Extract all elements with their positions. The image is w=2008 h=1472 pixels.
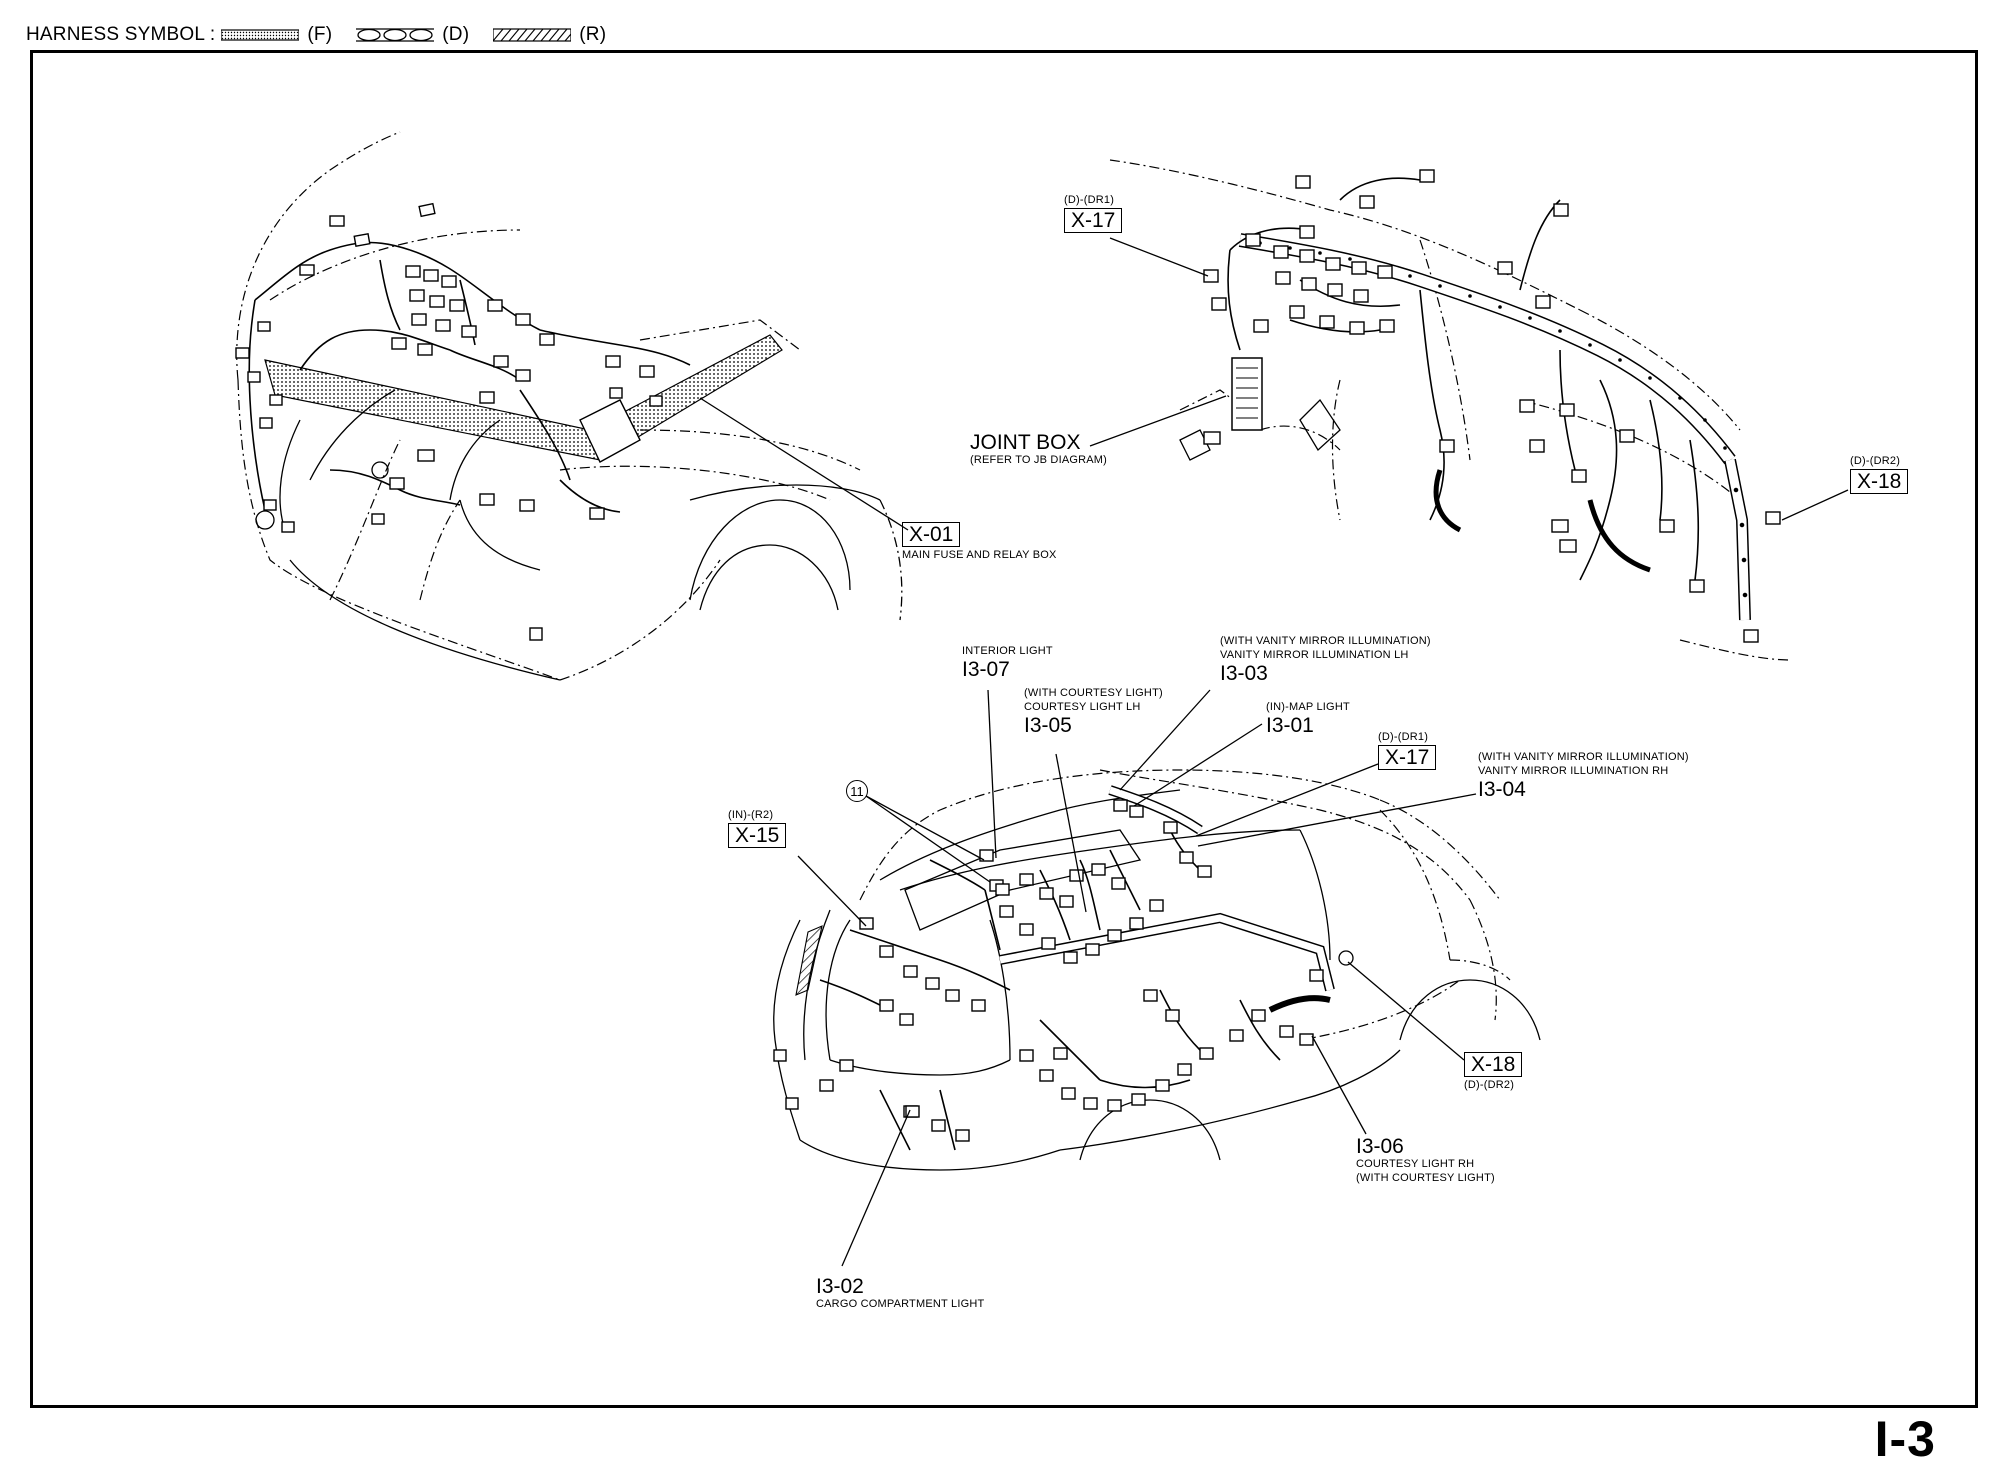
i305-cond: (WITH COURTESY LIGHT) <box>1024 687 1163 699</box>
x15-cond: (IN)-(R2) <box>728 809 774 821</box>
top-x17-label: (D)-(DR1) X-17 <box>1064 194 1123 233</box>
top-x17-leader <box>1109 237 1209 277</box>
top-x18-code: X-18 <box>1850 469 1909 494</box>
bot-x18-label: X-18 (D)-(DR2) <box>1464 1050 1523 1091</box>
legend-prefix: HARNESS SYMBOL : <box>26 24 216 45</box>
i303-desc: VANITY MIRROR ILLUMINATION LH <box>1220 649 1409 661</box>
x15-label: (IN)-(R2) X-15 <box>728 809 787 848</box>
page-number: I-3 <box>1874 1411 1936 1467</box>
rings-harness-symbol <box>356 28 435 42</box>
i304-desc: VANITY MIRROR ILLUMINATION RH <box>1478 765 1669 777</box>
x01-desc: MAIN FUSE AND RELAY BOX <box>902 549 1057 561</box>
instrument-panel-drawing <box>1109 159 1791 661</box>
bot-x17-label: (D)-(DR1) X-17 <box>1378 731 1437 770</box>
top-x18-cond: (D)-(DR2) <box>1850 455 1901 467</box>
i306-code: I3-06 <box>1356 1135 1404 1158</box>
i307-label: INTERIOR LIGHT I3-07 <box>962 645 1053 681</box>
i301-desc: (IN)-MAP LIGHT <box>1266 701 1350 713</box>
rear-body-roof-drawing <box>773 769 1541 1171</box>
i303-label: (WITH VANITY MIRROR ILLUMINATION) VANITY… <box>1220 635 1431 685</box>
diagram-frame <box>30 50 1978 1408</box>
legend-label-f: (F) <box>307 24 333 45</box>
i305-desc: COURTESY LIGHT LH <box>1024 701 1141 713</box>
bot-x18-code: X-18 <box>1464 1052 1523 1077</box>
joint-box-ref: (REFER TO JB DIAGRAM) <box>970 454 1108 466</box>
i306-cond: (WITH COURTESY LIGHT) <box>1356 1172 1495 1184</box>
legend-label-d: (D) <box>442 24 470 45</box>
i305-label: (WITH COURTESY LIGHT) COURTESY LIGHT LH … <box>1024 687 1163 737</box>
i304-code: I3-04 <box>1478 778 1526 801</box>
joint-box-leader <box>1089 395 1227 447</box>
i303-cond: (WITH VANITY MIRROR ILLUMINATION) <box>1220 635 1431 647</box>
hatched-harness-symbol <box>493 28 572 42</box>
i305-code: I3-05 <box>1024 714 1072 737</box>
i304-label: (WITH VANITY MIRROR ILLUMINATION) VANITY… <box>1478 751 1689 801</box>
rear-body-leaders <box>797 689 1477 1267</box>
callout-11: 11 <box>846 780 868 802</box>
i301-code: I3-01 <box>1266 714 1314 737</box>
joint-box-title: JOINT BOX <box>970 431 1081 454</box>
i304-cond: (WITH VANITY MIRROR ILLUMINATION) <box>1478 751 1689 763</box>
i303-code: I3-03 <box>1220 662 1268 685</box>
dotted-harness-symbol <box>221 29 300 41</box>
i306-label: I3-06 COURTESY LIGHT RH (WITH COURTESY L… <box>1356 1134 1495 1184</box>
x01-label: X-01 MAIN FUSE AND RELAY BOX <box>902 520 1057 561</box>
i302-code: I3-02 <box>816 1275 864 1298</box>
x15-code: X-15 <box>728 823 787 848</box>
legend-label-r: (R) <box>579 24 607 45</box>
joint-box-label: JOINT BOX (REFER TO JB DIAGRAM) <box>970 432 1107 466</box>
x01-code: X-01 <box>902 522 961 547</box>
top-x17-cond: (D)-(DR1) <box>1064 194 1115 206</box>
i302-desc: CARGO COMPARTMENT LIGHT <box>816 1298 985 1310</box>
top-x17-code: X-17 <box>1064 208 1123 233</box>
i302-label: I3-02 CARGO COMPARTMENT LIGHT <box>816 1274 984 1310</box>
i301-label: (IN)-MAP LIGHT I3-01 <box>1266 701 1350 737</box>
bot-x18-cond: (D)-(DR2) <box>1464 1079 1515 1091</box>
x01-leader <box>699 397 909 531</box>
top-x18-label: (D)-(DR2) X-18 <box>1850 455 1909 494</box>
i307-code: I3-07 <box>962 658 1010 681</box>
harness-symbol-legend: HARNESS SYMBOL : (F) (D) (R) <box>26 20 624 50</box>
top-x18-leader <box>1781 489 1849 521</box>
bot-x17-code: X-17 <box>1378 745 1437 770</box>
i306-desc: COURTESY LIGHT RH <box>1356 1158 1475 1170</box>
front-engine-bay-drawing <box>235 131 903 681</box>
i307-desc: INTERIOR LIGHT <box>962 645 1053 657</box>
bot-x17-cond: (D)-(DR1) <box>1378 731 1429 743</box>
